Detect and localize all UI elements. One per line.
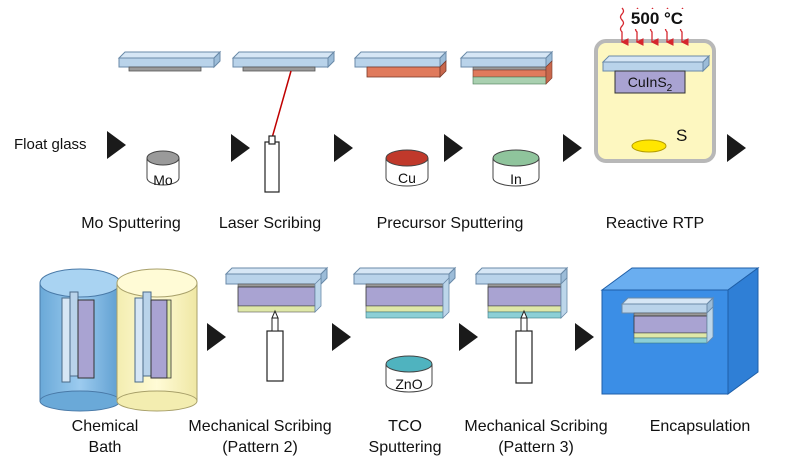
laser-head: [264, 135, 280, 193]
absorber-formula: CuInS: [627, 74, 667, 90]
step-label-precursor-sputtering: Precursor Sputtering: [376, 215, 524, 232]
step-label-laser-scribing: Laser Scribing: [218, 215, 322, 232]
sulfur-label: S: [676, 126, 688, 145]
label-line: Mechanical Scribing: [464, 418, 608, 435]
float-glass-label: Float glass: [14, 136, 87, 153]
chemical-bath-blue: [39, 268, 121, 412]
label-line: (Pattern 2): [222, 439, 298, 456]
step-label-tco-sputtering: TCO Sputtering: [350, 416, 460, 458]
zno-target-label: ZnO: [395, 376, 423, 392]
rtp-chamber: [594, 39, 716, 163]
step-label-chemical-bath: Chemical Bath: [45, 416, 165, 458]
step-label-encapsulation: Encapsulation: [625, 416, 775, 437]
cu-in-precursor-substrate: [459, 50, 554, 85]
cu-precursor-substrate: [353, 50, 448, 78]
flow-arrow-icon: [575, 323, 594, 351]
laser-beam: [271, 70, 292, 139]
cu-target-label: Cu: [398, 170, 416, 186]
step-label-mechanical-scribing-2: Mechanical Scribing (Pattern 2): [170, 416, 350, 458]
zno-target: [385, 355, 433, 393]
mo-sputtering-substrate: [117, 50, 222, 72]
cu-target: [385, 149, 429, 187]
absorber-layer-label: CuInS2: [615, 72, 685, 99]
flow-arrow-icon: [207, 323, 226, 351]
step-label-mo-sputtering: Mo Sputtering: [81, 215, 181, 232]
step-label-mechanical-scribing-3: Mechanical Scribing (Pattern 3): [446, 416, 626, 458]
label-line: Bath: [88, 439, 122, 456]
step-label-reactive-rtp: Reactive RTP: [605, 215, 705, 232]
rtp-temperature: 500 °C: [626, 9, 688, 29]
mo-target-label: Mo: [153, 172, 173, 188]
laser-scribing-substrate: [231, 50, 336, 72]
flow-arrow-icon: [334, 134, 353, 162]
scribing-tool-3: [515, 309, 533, 384]
mo-target: [146, 150, 180, 186]
chemical-bath-yellow: [116, 268, 198, 412]
label-line: TCO: [388, 418, 422, 435]
absorber-subscript: 2: [666, 82, 673, 94]
scribing-tool-2: [266, 309, 284, 382]
flow-arrow-icon: [332, 323, 351, 351]
pattern2-stack: [224, 266, 329, 313]
flow-arrow-icon: [727, 134, 746, 162]
label-line: Mechanical Scribing: [188, 418, 332, 435]
in-target: [492, 149, 540, 187]
sulfur-source-icon: [631, 139, 667, 153]
flow-arrow-icon: [444, 134, 463, 162]
row2-flow-arrows: [207, 323, 594, 351]
label-line: (Pattern 3): [498, 439, 574, 456]
label-line: Encapsulation: [649, 418, 751, 435]
tco-stack: [352, 266, 457, 319]
flow-arrow-icon: [563, 134, 582, 162]
flow-arrow-icon: [231, 134, 250, 162]
flow-arrow-icon: [459, 323, 478, 351]
row1-flow-arrows: [107, 131, 746, 162]
pattern3-stack: [474, 266, 569, 319]
flow-arrow-icon: [107, 131, 126, 159]
label-line: Sputtering: [368, 439, 442, 456]
label-line: Chemical: [71, 418, 139, 435]
encapsulation-box: [600, 267, 760, 395]
in-target-label: In: [510, 171, 522, 187]
